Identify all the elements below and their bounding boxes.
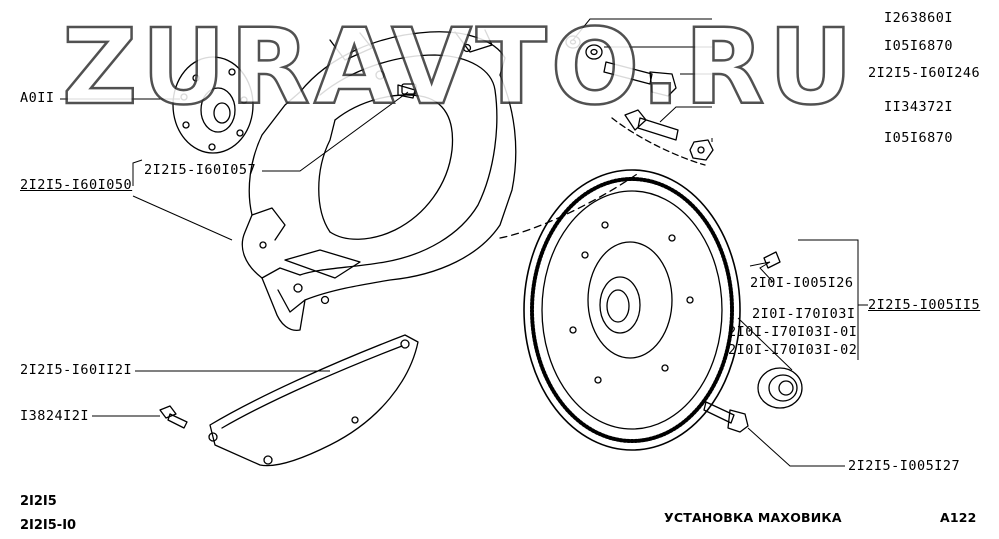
dowel-pin: [401, 83, 417, 95]
model-code-1: 2I2I5: [20, 494, 57, 509]
diagram-title: УСТАНОВКА МАХОВИКА: [664, 510, 842, 525]
page-code: A122: [940, 510, 977, 525]
part-label-21215-1601121: 2I2I5-I60II2I: [20, 362, 133, 378]
part-label-2101-1701031: 2I0I-I70I03I: [752, 306, 856, 322]
model-code-2: 2I2I5-I0: [20, 518, 77, 533]
part-label-2101-1005126: 2I0I-I005I26: [750, 275, 854, 291]
bearing-2101-1701031: [757, 367, 803, 409]
part-label-13824121: I3824I2I: [20, 408, 90, 424]
part-label-21215-1601050: 2I2I5-I60I050: [20, 177, 133, 193]
part-label-2101-1701031-02: 2I0I-I70I03I-02: [728, 342, 858, 358]
bolt-21215-1601246: [603, 61, 677, 97]
flywheel: [523, 169, 741, 451]
part-label-21215-1601246: 2I2I5-I60I246: [868, 65, 981, 81]
nut-10516870-b: [689, 139, 714, 161]
cover-plate-21215-1601121: [208, 334, 419, 467]
bolt-1134372: [624, 109, 679, 141]
part-label-1263860: I263860I: [884, 10, 954, 26]
part-label-21215-1005127: 2I2I5-I005I27: [848, 458, 961, 474]
part-label-21215-1005115: 2I2I5-I005II5: [868, 297, 981, 313]
part-label-1051687-b: I05I6870: [884, 130, 954, 146]
leader-lines: [60, 18, 868, 467]
washer-1263860: [565, 35, 581, 49]
part-label-1134372: II34372I: [884, 99, 954, 115]
part-label-21215-1601057: 2I2I5-I60I057: [144, 162, 257, 178]
part-label-a011: A0II: [20, 90, 55, 106]
part-label-1051687-a: I05I6870: [884, 38, 954, 54]
bolt-13824121: [159, 405, 188, 429]
flange-a011: [172, 56, 254, 154]
flywheel-housing: [241, 29, 517, 331]
bolt-21215-1005127: [703, 401, 749, 433]
part-label-2101-1701031-01: 2I0I-I70I03I-0I: [728, 324, 858, 340]
washer-10516870-a: [585, 44, 603, 60]
dowel-2101-1005126: [763, 251, 781, 269]
